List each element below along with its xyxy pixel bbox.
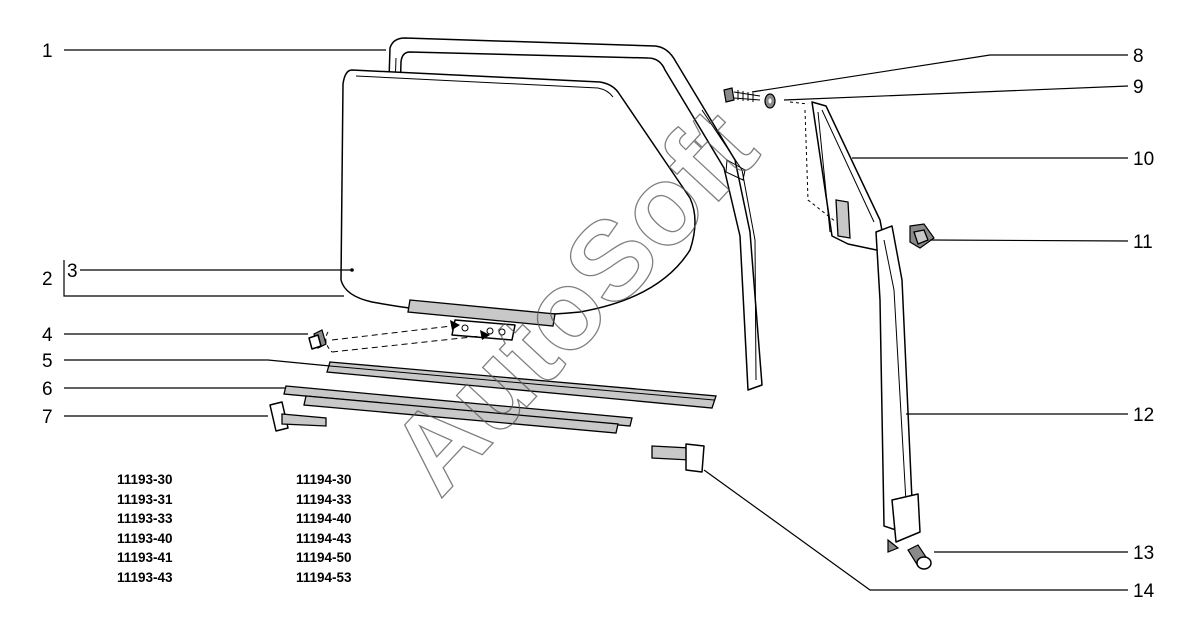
model-code: 11193-33 (117, 511, 173, 527)
pillar-trim-part-12 (875, 225, 921, 553)
callout-1: 1 (42, 41, 53, 62)
model-code: 11194-53 (296, 569, 352, 585)
model-codes-column-1: 11193-30 11193-31 11193-33 11193-40 1119… (117, 470, 173, 588)
model-code: 11193-40 (117, 530, 173, 546)
callout-6: 6 (42, 379, 53, 400)
callout-7: 7 (42, 407, 53, 428)
model-code: 11194-43 (296, 530, 352, 546)
door-glass (340, 69, 696, 317)
model-code: 11194-30 (296, 472, 352, 487)
model-code: 11194-40 (296, 511, 352, 527)
bolt-part-4 (308, 320, 491, 353)
clip-part-11 (909, 223, 935, 249)
inner-belt-seal (283, 385, 633, 434)
callout-5: 5 (42, 351, 53, 372)
callout-8: 8 (1133, 46, 1144, 67)
callout-9: 9 (1133, 77, 1144, 98)
callout-14: 14 (1133, 581, 1155, 602)
model-code: 11193-43 (117, 569, 173, 585)
model-code: 11193-41 (117, 550, 173, 566)
trim-panel-part-10 (789, 101, 887, 253)
callout-13: 13 (1133, 543, 1154, 564)
outer-belt-seal (326, 361, 717, 409)
callout-4: 4 (42, 325, 53, 346)
callout-12: 12 (1133, 405, 1154, 426)
callout-11: 11 (1133, 232, 1153, 253)
callout-3: 3 (67, 261, 78, 282)
model-code: 11193-31 (117, 491, 173, 507)
callout-2: 2 (42, 269, 53, 290)
model-code: 11194-50 (296, 550, 352, 566)
bolt-part-13 (907, 544, 932, 570)
end-cap-part-14 (651, 443, 705, 473)
end-cap-part-7 (269, 401, 327, 432)
callout-numbers: 1 2 3 4 5 6 7 8 9 10 11 12 13 14 (42, 41, 1155, 602)
model-code: 11194-33 (296, 491, 352, 507)
leader-lines (63, 49, 1129, 591)
screw-part-8 (723, 87, 761, 103)
model-code: 11193-30 (117, 472, 173, 487)
model-codes-column-2: 11194-30 11194-33 11194-40 11194-43 1119… (296, 470, 352, 588)
washer-part-9 (764, 93, 776, 109)
glass-lift-channel (407, 299, 556, 341)
callout-10: 10 (1133, 149, 1154, 170)
